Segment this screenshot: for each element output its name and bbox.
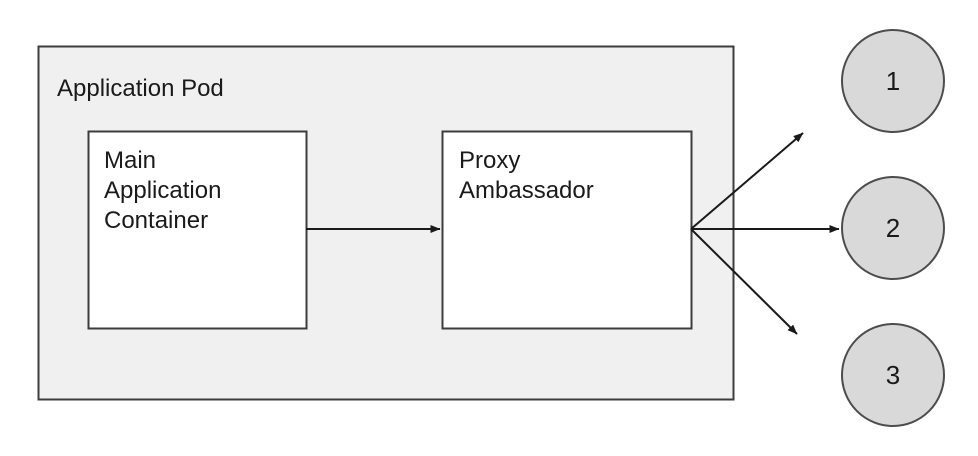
proxy-ambassador-box [441, 130, 693, 330]
node-2-circle [841, 176, 945, 280]
node-3-label: 3 [885, 360, 901, 390]
node-1-circle [841, 29, 945, 133]
node-1-label: 1 [885, 66, 901, 96]
node-3-circle [841, 323, 945, 427]
main-application-container-box [87, 130, 308, 330]
connector-proxy-to-node-3 [690, 228, 798, 335]
connector-proxy-to-node-1 [690, 132, 804, 230]
node-2-label: 2 [885, 213, 901, 243]
